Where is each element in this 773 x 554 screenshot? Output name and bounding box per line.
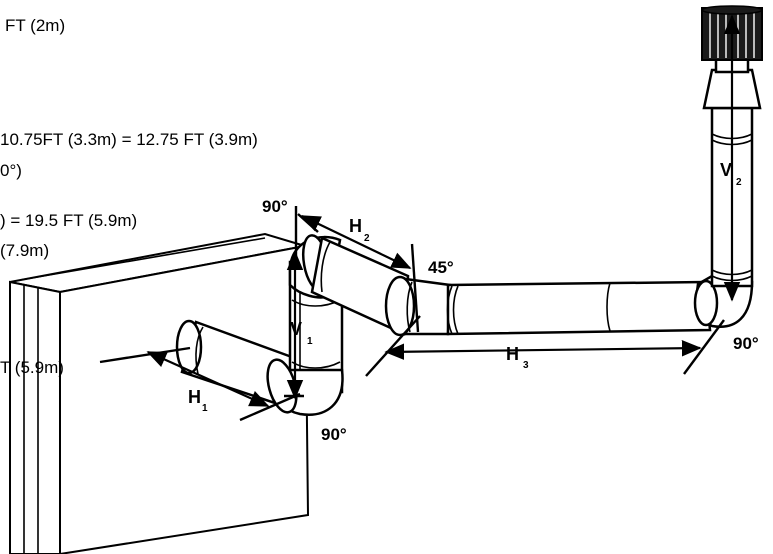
note-line-2: 10.75FT (3.3m) = 12.75 FT (3.9m): [0, 130, 258, 149]
v2-main: V: [720, 160, 732, 180]
angle-right-label: 90°: [733, 334, 759, 353]
angle-45-label: 45°: [428, 258, 454, 277]
h2-sub: 2: [364, 233, 370, 244]
angle-top-label: 90°: [262, 197, 288, 216]
note-line-5: (7.9m): [0, 241, 49, 260]
dimension-v1: [284, 206, 304, 400]
segment-label-h3: H 3: [506, 344, 529, 371]
v1-main: V: [290, 319, 302, 339]
note-line-1: FT (2m): [5, 16, 65, 35]
note-line-4: ) = 19.5 FT (5.9m): [0, 211, 137, 230]
h2-main: H: [349, 216, 362, 236]
dimension-h3: [365, 315, 725, 377]
segment-label-h2: H 2: [349, 216, 370, 244]
segment-label-v1: V 1: [290, 319, 313, 347]
h3-main: H: [506, 344, 519, 364]
dimension-h2: [297, 213, 420, 333]
pipe-h3: [446, 280, 712, 336]
note-line-3: 0°): [0, 161, 22, 180]
h1-main: H: [188, 387, 201, 407]
v1-sub: 1: [307, 336, 313, 347]
segment-label-v2: V 2: [720, 160, 742, 188]
angle-bottom-label: 90°: [321, 425, 347, 444]
h1-sub: 1: [202, 403, 208, 414]
segment-label-h1: H 1: [188, 387, 208, 414]
h3-sub: 3: [523, 360, 529, 371]
v2-sub: 2: [736, 177, 742, 188]
note-line-6: T (5.9m): [0, 358, 64, 377]
